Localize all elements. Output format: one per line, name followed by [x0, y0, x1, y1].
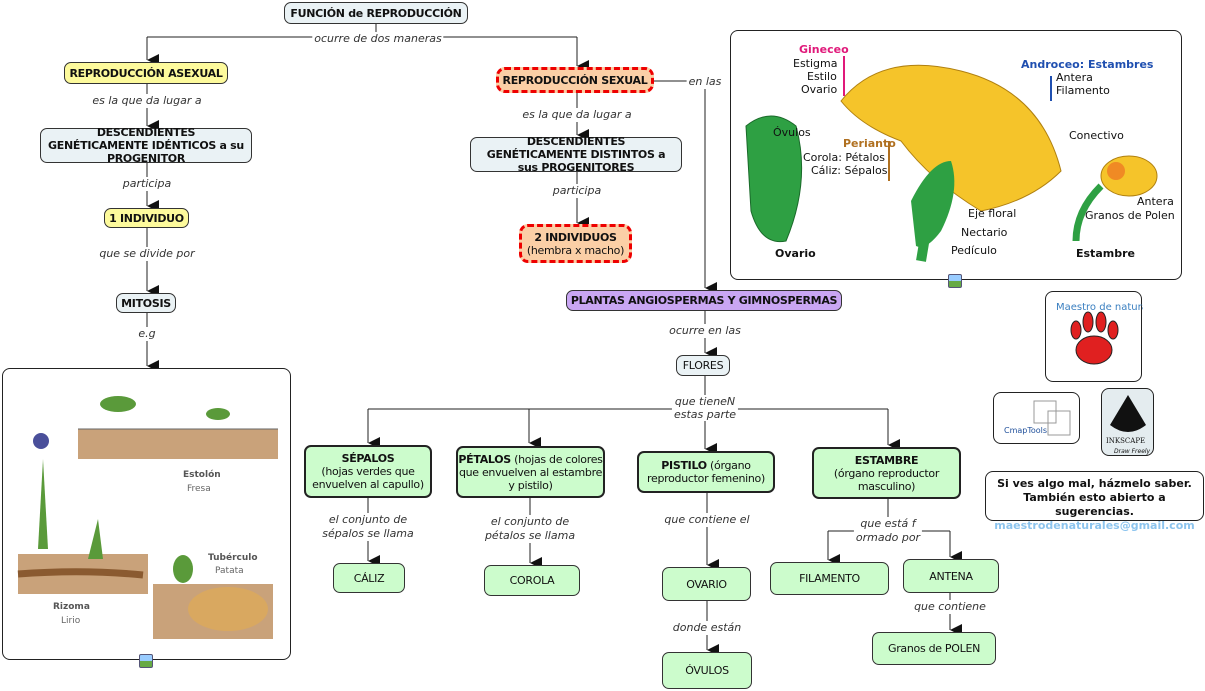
- node-corola[interactable]: COROLA: [484, 565, 580, 596]
- label-rizoma: Rizoma: [53, 602, 90, 612]
- pistilo-desc: (órgano reproductor femenino): [647, 459, 765, 485]
- node-2-individuos-title: 2 INDIVIDUOS: [534, 230, 617, 244]
- link-label: es la que da lugar a: [90, 94, 204, 108]
- label-pedicelo: Pedículo: [951, 244, 997, 257]
- label-tuberculo: Tubérculo: [208, 553, 258, 563]
- link-label: que contiene: [912, 600, 988, 614]
- node-reproduccion-asexual[interactable]: REPRODUCCIÓN ASEXUAL: [64, 62, 228, 84]
- link-label: ocurre en las: [667, 324, 743, 338]
- inkscape-tagline: Draw Freely: [1114, 448, 1151, 455]
- node-flores[interactable]: FLORES: [676, 355, 730, 376]
- label-patata: Patata: [215, 566, 244, 576]
- inkscape-text: INKSCAPE: [1106, 437, 1146, 445]
- node-ovulos[interactable]: ÓVULOS: [662, 652, 752, 689]
- inkscape-logo: INKSCAPE Draw Freely: [1101, 388, 1154, 456]
- label-estolon: Estolón: [183, 470, 221, 480]
- node-filamento[interactable]: FILAMENTO: [770, 562, 889, 595]
- image-icon[interactable]: [948, 274, 962, 288]
- link-label: en las: [686, 75, 724, 89]
- svg-text:Maestro de naturales: Maestro de naturales: [1056, 302, 1143, 313]
- label-filamento: Filamento: [1056, 84, 1110, 97]
- link-label-line: pétalos se llama: [484, 529, 576, 542]
- label-ovario-caption: Ovario: [775, 247, 816, 260]
- link-label: donde están: [670, 621, 744, 635]
- note-line-1: Si ves algo mal, házmelo saber.: [997, 477, 1192, 490]
- label-fresa: Fresa: [187, 484, 211, 494]
- node-pistilo[interactable]: PISTILO (órgano reproductor femenino): [637, 451, 775, 493]
- pistilo-title: PISTILO: [661, 459, 707, 472]
- label-androceo: Androceo: Estambres: [1021, 58, 1154, 71]
- label-corola: Corola: Pétalos: [803, 151, 886, 164]
- image-icon[interactable]: [139, 654, 153, 668]
- link-label: e.g: [136, 327, 158, 341]
- node-mitosis[interactable]: MITOSIS: [116, 293, 176, 313]
- flower-illustration: [745, 56, 1158, 262]
- link-label-line: que está f: [860, 517, 916, 530]
- node-2-individuos[interactable]: 2 INDIVIDUOS(hembra x macho): [519, 224, 632, 263]
- link-label-line: estas parte: [673, 408, 737, 421]
- node-funcion-reproduccion[interactable]: FUNCIÓN de REPRODUCCIÓN: [284, 2, 468, 24]
- label-conectivo: Conectivo: [1069, 129, 1124, 142]
- label-gineceo: Gineceo: [799, 43, 849, 56]
- node-antena[interactable]: ANTENA: [903, 559, 999, 593]
- email-link[interactable]: maestrodenaturales@gmail.com: [994, 519, 1195, 532]
- petalos-desc: (hojas de colores que envuelven al estam…: [458, 453, 603, 492]
- link-label-line: el conjunto de: [490, 515, 570, 528]
- label-estilo: Estilo: [807, 70, 837, 83]
- label-estigma: Estigma: [793, 57, 838, 70]
- estambre-desc: (órgano reproductor masculino): [833, 466, 940, 493]
- link-label: participa: [120, 177, 174, 191]
- cmaptools-logo: CmapTools: [993, 392, 1080, 444]
- cmaptools-text: CmapTools: [1004, 426, 1048, 435]
- node-plantas[interactable]: PLANTAS ANGIOSPERMAS Y GIMNOSPERMAS: [566, 290, 842, 311]
- link-label-line: ormado por: [855, 531, 921, 544]
- paw-logo-icon: Maestro de naturales: [1056, 302, 1143, 365]
- node-descendientes-distintos[interactable]: DESCENDIENTES GENÉTICAMENTE DISTINTOS a …: [470, 135, 682, 174]
- label-caliz: Cáliz: Sépalos: [811, 164, 888, 177]
- node-2-individuos-sub: (hembra x macho): [526, 243, 625, 257]
- label-lirio: Lirio: [61, 616, 81, 626]
- link-label-line: sépalos se llama: [322, 527, 414, 540]
- node-reproduccion-sexual[interactable]: REPRODUCCIÓN SEXUAL: [496, 67, 654, 93]
- label-eje-floral: Eje floral: [968, 207, 1017, 220]
- sepalos-title: SÉPALOS: [341, 452, 395, 465]
- label-ovario: Ovario: [801, 83, 838, 96]
- node-1-individuo[interactable]: 1 INDIVIDUO: [104, 208, 189, 228]
- label-granos-polen: Granos de Polen: [1085, 209, 1175, 222]
- label-antera-2: Antera: [1137, 195, 1174, 208]
- link-label: que se divide por: [97, 247, 197, 261]
- plants-image: Estolón Fresa Tubérculo Patata Rizoma Li…: [2, 368, 291, 660]
- label-perianto: Perianto: [843, 137, 896, 150]
- link-label: ocurre de dos maneras: [312, 32, 444, 46]
- label-ovulos: Óvulos: [773, 126, 811, 139]
- flower-image: Gineceo Estigma Estilo Ovario Androceo: …: [730, 30, 1182, 280]
- petalos-title: PÉTALOS: [458, 453, 511, 466]
- node-petalos[interactable]: PÉTALOS (hojas de colores que envuelven …: [456, 446, 605, 498]
- link-label: es la que da lugar a: [520, 108, 634, 122]
- link-label-line: el conjunto de: [328, 513, 408, 526]
- plants-illustration: [17, 396, 278, 639]
- label-nectario: Nectario: [961, 226, 1008, 239]
- node-ovario[interactable]: OVARIO: [662, 567, 751, 601]
- node-caliz[interactable]: CÁLIZ: [333, 563, 405, 593]
- node-estambre[interactable]: ESTAMBRE(órgano reproductor masculino): [812, 447, 961, 499]
- link-label-line: que tieneN: [674, 395, 736, 408]
- node-sepalos[interactable]: SÉPALOS(hojas verdes que envuelven al ca…: [304, 445, 432, 498]
- node-descendientes-identicos[interactable]: DESCENDIENTES GENÉTICAMENTE IDÉNTICOS a …: [40, 126, 252, 165]
- estambre-title: ESTAMBRE: [854, 453, 919, 467]
- note-line-2: También esto abierto a sugerencias.: [1023, 491, 1166, 518]
- feedback-note: Si ves algo mal, házmelo saber. También …: [985, 471, 1204, 532]
- label-estambre-caption: Estambre: [1076, 247, 1135, 260]
- node-granos-polen[interactable]: Granos de POLEN: [872, 632, 996, 665]
- sepalos-desc: (hojas verdes que envuelven al capullo): [312, 465, 424, 491]
- link-label: que contiene el: [662, 513, 752, 527]
- maestro-de-naturales-logo: Maestro de naturales: [1045, 291, 1143, 382]
- link-label: participa: [550, 184, 604, 198]
- label-antera: Antera: [1056, 71, 1093, 84]
